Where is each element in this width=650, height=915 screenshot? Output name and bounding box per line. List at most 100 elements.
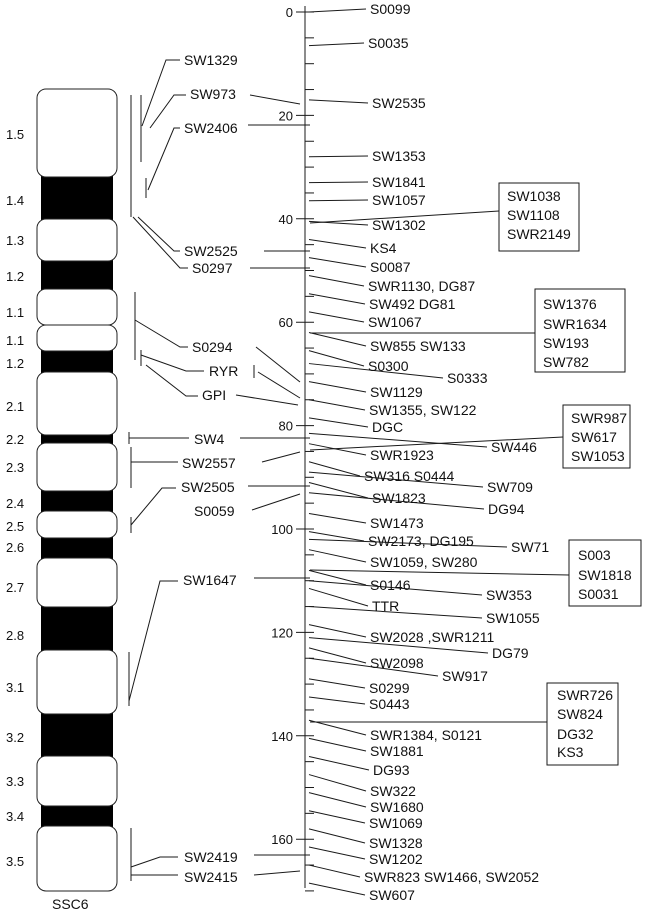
band-label: 2.4 <box>6 496 24 511</box>
marker-leader-line <box>308 42 365 47</box>
marker-box-label: SW782 <box>543 354 589 370</box>
connector-sw1329 <box>141 59 180 127</box>
marker-box-frame <box>498 182 580 252</box>
marker-leader-line <box>308 311 365 323</box>
linkage-marker-label: SW1355, SW122 <box>369 402 477 418</box>
band-1-3 <box>36 218 118 262</box>
marker-leader-line <box>308 774 367 792</box>
linkage-marker-label: SW1328 <box>369 835 423 851</box>
band-2-5 <box>36 510 118 539</box>
cyto-marker-label: S0294 <box>192 339 233 355</box>
cyto-marker-label: SW2415 <box>184 869 238 885</box>
marker-box: SW1376 SWR1634 SW193 SW782 <box>310 288 626 373</box>
band-label: 1.3 <box>6 233 24 248</box>
marker-leader-line <box>308 624 367 638</box>
marker-box-label: DG32 <box>557 726 594 742</box>
connector-s0059-map <box>251 493 301 511</box>
linkage-marker-label: S0333 <box>447 370 488 386</box>
marker-leader-line <box>308 350 365 367</box>
marker-box-label: SW617 <box>571 429 617 445</box>
band-1-5 <box>36 88 118 178</box>
connector-sw1647 <box>128 580 178 702</box>
marker-box-label: SW1376 <box>543 296 597 312</box>
marker-box-label: SWR987 <box>571 410 627 426</box>
marker-leader-line <box>308 657 439 677</box>
connector-gpi <box>145 364 198 397</box>
linkage-marker-label: SW1129 <box>370 384 423 400</box>
linkage-marker-label: DGC <box>372 419 403 435</box>
connector-s0297 <box>132 216 188 269</box>
connector-sw2415-map <box>253 870 301 876</box>
marker-leader-line <box>308 755 370 771</box>
dark-bands <box>41 176 113 827</box>
connector-ryr <box>140 354 204 372</box>
band-2-8 <box>41 606 113 651</box>
linkage-marker-label: SW1059, SW280 <box>370 554 478 570</box>
cyto-marker-label: SW1329 <box>184 52 238 68</box>
band-label: 1.2 <box>6 269 24 284</box>
marker-leader-line <box>308 257 367 268</box>
linkage-marker-label: SW1680 <box>370 799 424 815</box>
minor-ticks <box>305 37 314 892</box>
marker-box-label: SWR2149 <box>507 226 571 242</box>
connector-s0294-map <box>255 346 301 383</box>
marker-box: SWR726 SW824 DG32 KS3 <box>310 682 619 766</box>
marker-box-leader <box>309 569 570 576</box>
marker-leader-line <box>308 587 369 607</box>
cyto-marker-label: SW2525 <box>184 243 238 259</box>
marker-leader-line <box>308 399 366 411</box>
marker-leader-line <box>308 471 484 488</box>
linkage-marker-label: DG94 <box>488 501 525 517</box>
cyto-marker-label: SW2406 <box>184 120 238 136</box>
marker-box-frame <box>562 404 631 469</box>
marker-box-leader <box>309 210 500 224</box>
marker-box-frame <box>534 288 626 373</box>
band-3-2 <box>41 713 113 757</box>
linkage-marker-label: S0299 <box>369 680 410 696</box>
linkage-marker-label: SW917 <box>442 668 488 684</box>
marker-leader-line <box>308 828 366 844</box>
band-label: 3.4 <box>6 809 24 824</box>
linkage-marker-label: SW1353 <box>372 148 426 164</box>
cyto-marker-label: SW4 <box>194 431 225 447</box>
cyto-marker-label: S0297 <box>192 260 233 276</box>
cyto-marker-label: GPI <box>202 387 226 403</box>
marker-box: S003 SW1818 S0031 <box>309 539 642 607</box>
marker-box-label: SW193 <box>543 335 589 351</box>
band-3-5 <box>36 825 118 892</box>
linkage-marker-label: SW1057 <box>372 192 426 208</box>
linkage-marker-label: SW1881 <box>370 743 424 759</box>
axis-tick-label: 80 <box>279 419 293 434</box>
band-1-2-lower <box>41 350 113 373</box>
marker-labels: S0099S0035SW2535SW1353SW1841SW1057SW1302… <box>364 1 549 903</box>
linkage-marker-label: SW1302 <box>372 217 426 233</box>
marker-leader-line <box>308 381 367 393</box>
marker-leader-line <box>308 846 366 860</box>
marker-leader-line <box>308 332 367 347</box>
linkage-marker-label: SW1841 <box>372 174 426 190</box>
linkage-marker-label: SW1473 <box>370 515 424 531</box>
linkage-marker-label: SW855 SW133 <box>370 338 466 354</box>
marker-leader-line <box>308 238 367 249</box>
band-label: 1.1 <box>6 333 24 348</box>
band-1-1-lower <box>36 324 118 352</box>
connector-ryr-map <box>257 371 301 399</box>
marker-box: SW1038 SW1108 SWR2149 <box>309 182 580 252</box>
linkage-marker-label: SW2535 <box>372 95 426 111</box>
cyto-marker-label: SW973 <box>190 86 236 102</box>
marker-leader-line <box>308 8 367 13</box>
marker-leader-line <box>308 569 367 586</box>
marker-box-label: SW1053 <box>571 448 625 464</box>
axis-tick-label: 100 <box>271 522 293 537</box>
cytogenetic-brackets <box>128 95 147 881</box>
marker-box-frame <box>568 539 642 607</box>
band-2-7 <box>36 557 118 608</box>
marker-box-label: SWR726 <box>557 687 613 703</box>
linkage-marker-label: S0087 <box>370 259 411 275</box>
connector-s0294 <box>134 319 188 348</box>
marker-box-label: S0031 <box>578 586 619 602</box>
marker-box-label: SW1038 <box>507 188 561 204</box>
band-label: 1.4 <box>6 193 24 208</box>
